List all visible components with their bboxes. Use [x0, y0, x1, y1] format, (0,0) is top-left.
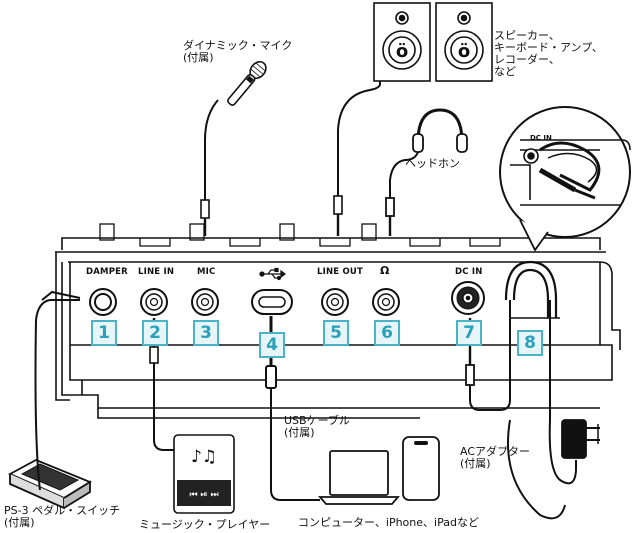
headphones-label: ヘッドホン — [405, 157, 460, 170]
jack-label-damper: DAMPER — [86, 267, 128, 277]
jack-line-in[interactable] — [140, 288, 168, 316]
jack-usb-c[interactable] — [251, 289, 293, 315]
jack-mic[interactable] — [191, 288, 219, 316]
jack-label-mic: MIC — [197, 267, 216, 277]
badge-8: 8 — [517, 330, 543, 356]
speaker-icon: ö ö — [333, 2, 493, 236]
svg-text:♪♫: ♪♫ — [191, 447, 217, 467]
pedal-switch-icon — [7, 290, 92, 510]
laptop-icon — [318, 450, 400, 505]
svg-text:⏮ ⏯ ⏭: ⏮ ⏯ ⏭ — [189, 490, 218, 500]
headphones-icon — [385, 108, 468, 236]
badge-3: 3 — [193, 320, 219, 346]
jack-label-line-out: LINE OUT — [317, 267, 363, 277]
ac-adapter-label: ACアダプター (付属) — [460, 445, 531, 470]
music-player-label: ミュージック・プレイヤー — [139, 518, 271, 531]
phone-icon — [402, 436, 440, 501]
speaker-label: スピーカー、 キーボード・アンプ、 レコーダー、 など — [494, 29, 603, 78]
jack-dc-in[interactable] — [451, 281, 485, 315]
microphone-icon — [200, 60, 267, 236]
svg-text:ö: ö — [458, 41, 470, 62]
mic-label: ダイナミック・マイク (付属) — [183, 39, 293, 64]
cord-hook — [504, 260, 560, 319]
ac-adapter-icon — [465, 300, 600, 520]
badge-7: 7 — [456, 320, 482, 346]
badge-6: 6 — [374, 320, 400, 346]
jack-damper[interactable] — [89, 288, 117, 316]
computer-label: コンピューター、iPhone、iPadなど — [298, 516, 479, 529]
jack-label-line-in: LINE IN — [138, 267, 175, 277]
music-player-icon: ⏮ ⏯ ⏭ ♪♫ — [149, 318, 235, 514]
svg-text:ö: ö — [396, 41, 408, 62]
pedal-label: PS-3 ペダル・スイッチ (付属) — [4, 504, 121, 529]
jack-headphones[interactable] — [372, 288, 400, 316]
jack-line-out[interactable] — [321, 288, 349, 316]
usb-cable-label: USBケーブル (付属) — [284, 414, 350, 439]
badge-4: 4 — [259, 332, 285, 358]
dcin-zoom-label: DC IN — [530, 134, 552, 142]
badge-5: 5 — [323, 320, 349, 346]
jack-label-dc-in: DC IN — [455, 267, 483, 277]
badge-1: 1 — [91, 320, 117, 346]
headphone-symbol-icon: Ω — [380, 264, 390, 277]
usb-symbol-icon — [259, 267, 286, 281]
dc-in-zoom-detail — [499, 106, 631, 252]
badge-2: 2 — [142, 320, 168, 346]
